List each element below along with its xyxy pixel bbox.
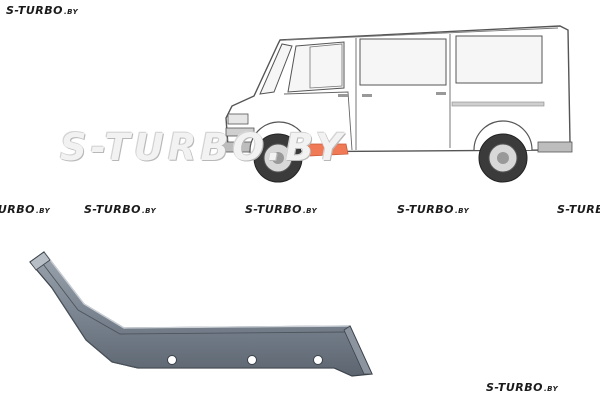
- watermark-suffix: .BY: [303, 207, 318, 215]
- watermark-brand: S-TURBO: [486, 381, 544, 394]
- minibus-side-view-icon: [221, 25, 573, 183]
- watermark-brand: S-TURBO: [397, 203, 455, 216]
- watermark-suffix: .BY: [544, 385, 559, 393]
- watermark-brand: S-TURBO: [0, 203, 36, 216]
- watermark-bottom-right: S-TURBO.BY: [486, 382, 558, 393]
- watermark-row-item: S-TURBO.BY: [397, 204, 469, 215]
- watermark-row-item: S-TURBO.BY: [0, 204, 50, 215]
- sill-panel-part-icon: [29, 251, 373, 377]
- watermark-row-item: S-TURBO.BY: [557, 204, 600, 215]
- watermark-brand: S-TURBO: [84, 203, 142, 216]
- watermark-row-item: S-TURBO.BY: [245, 204, 317, 215]
- watermark-large: S-TURBO.BY: [60, 126, 347, 169]
- watermark-suffix: .BY: [36, 207, 51, 215]
- watermark-brand: S-TURBO: [557, 203, 600, 216]
- watermark-brand: S-TURBO: [245, 203, 303, 216]
- watermark-suffix: .BY: [64, 8, 79, 16]
- watermark-row-item: S-TURBO.BY: [84, 204, 156, 215]
- watermark-top-left: S-TURBO.BY: [6, 5, 78, 16]
- watermark-brand: S-TURBO: [6, 4, 64, 17]
- watermark-suffix: .BY: [455, 207, 470, 215]
- watermark-suffix: .BY: [142, 207, 157, 215]
